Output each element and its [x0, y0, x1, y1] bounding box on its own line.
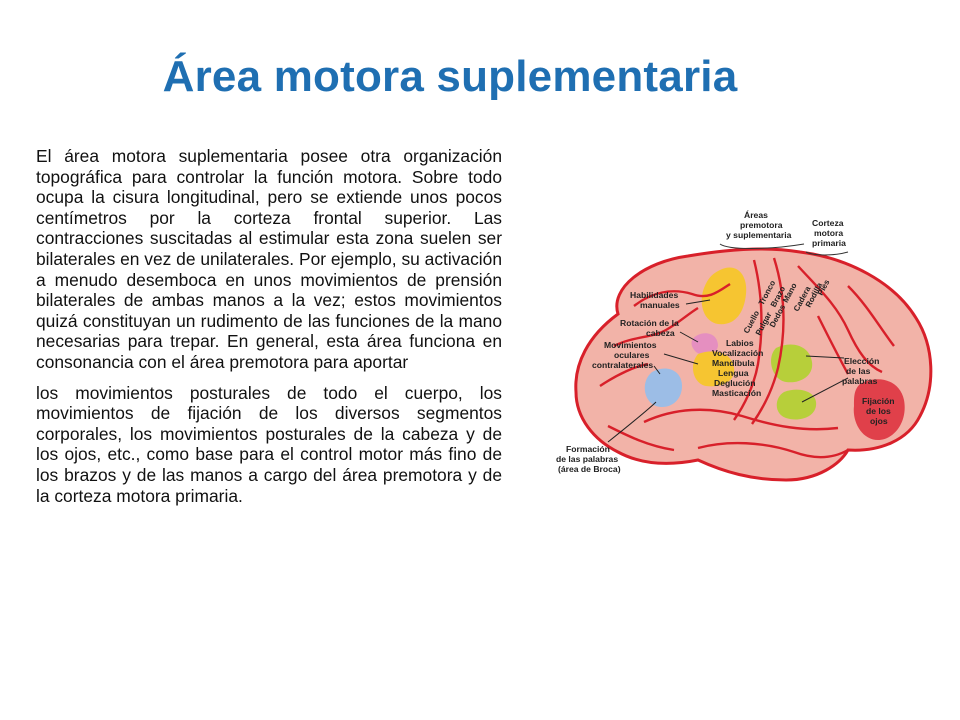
head-rotation-region — [691, 333, 718, 356]
label-premotor-1: Áreas — [744, 210, 768, 220]
label-broca-1: Formación — [566, 444, 610, 454]
brain-figure: Áreas premotora y suplementaria Corteza … — [548, 196, 940, 496]
label-hands-2: manuales — [640, 300, 680, 310]
brain-diagram: Áreas premotora y suplementaria Corteza … — [556, 210, 933, 482]
premotor-region — [701, 267, 747, 325]
label-face-1: Labios — [726, 338, 754, 348]
gyri-lines — [599, 257, 895, 459]
label-head-1: Rotación de la — [620, 318, 679, 328]
label-words-3: palabras — [842, 376, 878, 386]
eye-fixation-region — [853, 379, 905, 440]
label-face-5: Deglución — [714, 378, 756, 388]
label-hands-1: Habilidades — [630, 290, 678, 300]
label-motor-1: Corteza — [812, 218, 844, 228]
premotor-bracket — [719, 243, 805, 249]
word-choice-region — [771, 344, 813, 383]
label-eyes-3: contralaterales — [592, 360, 653, 370]
label-eyes-2: oculares — [614, 350, 650, 360]
brain-outline — [574, 247, 933, 482]
slide-title: Área motora suplementaria — [162, 52, 738, 101]
eye-movements-region — [644, 368, 682, 408]
label-face-6: Masticación — [712, 388, 761, 398]
label-motor-2: motora — [814, 228, 843, 238]
label-head-2: cabeza — [646, 328, 675, 338]
label-broca-3: (área de Broca) — [558, 464, 621, 474]
label-premotor-3: y suplementaria — [726, 230, 792, 240]
face-region — [692, 351, 735, 387]
pointer-lines — [607, 299, 849, 443]
label-broca-2: de las palabras — [556, 454, 618, 464]
label-fix-3: ojos — [870, 416, 888, 426]
label-words-2: de las — [846, 366, 871, 376]
label-words-1: Elección — [844, 356, 879, 366]
paragraph-2: los movimientos posturales de todo el cu… — [36, 382, 502, 506]
label-face-2: Vocalización — [712, 348, 763, 358]
label-premotor-2: premotora — [740, 220, 783, 230]
label-fix-2: de los — [866, 406, 891, 416]
label-motor-3: primaria — [812, 238, 846, 248]
body-text: El área motora suplementaria posee otra … — [36, 146, 502, 506]
motor-bracket — [805, 251, 849, 256]
label-fix-1: Fijación — [862, 396, 894, 406]
label-face-3: Mandíbula — [712, 358, 755, 368]
paragraph-1: El área motora suplementaria posee otra … — [36, 146, 502, 372]
label-face-4: Lengua — [718, 368, 749, 378]
word-choice-region-lower — [776, 389, 817, 420]
label-eyes-1: Movimientos — [604, 340, 657, 350]
